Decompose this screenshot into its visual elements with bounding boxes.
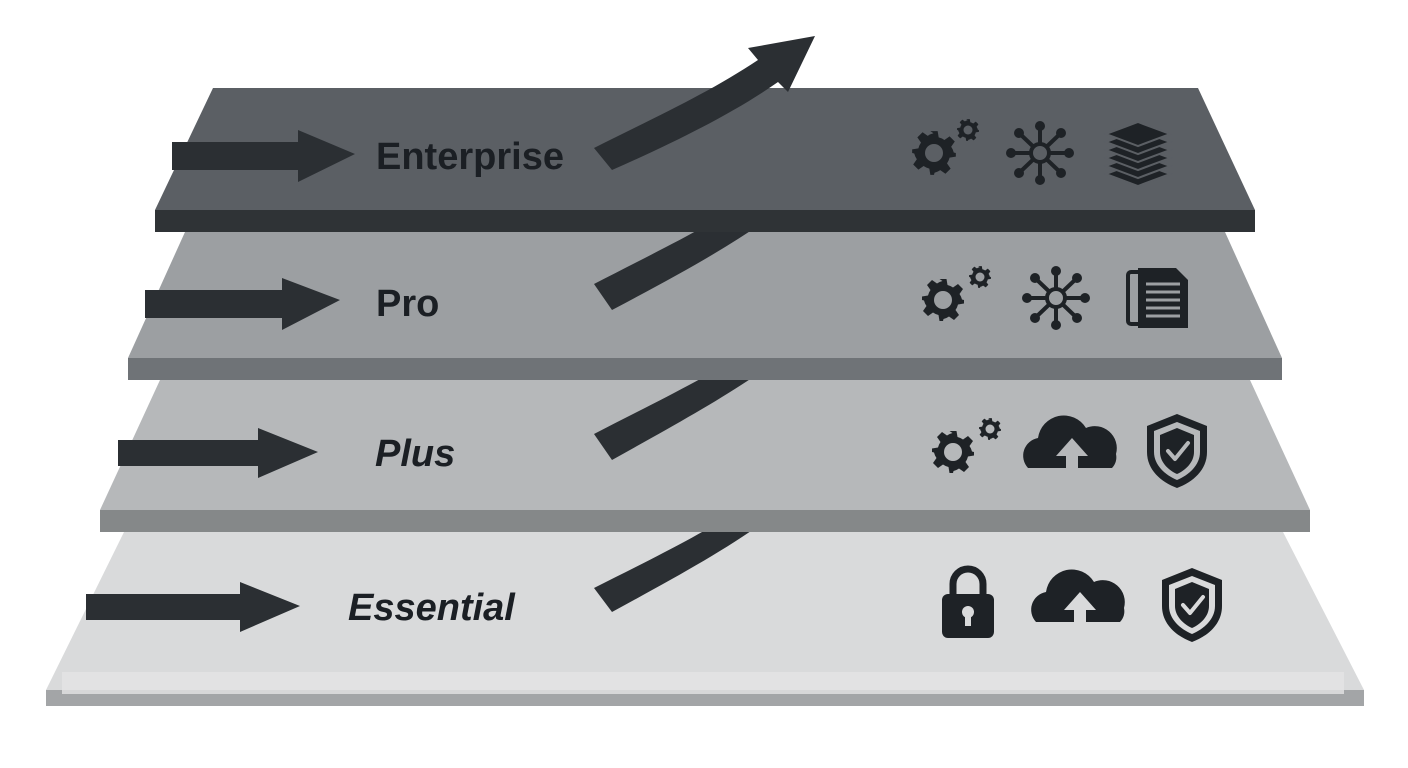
gears-icon bbox=[922, 266, 991, 321]
pro-entry-arrow bbox=[145, 278, 340, 330]
plus-label: Plus bbox=[375, 433, 455, 475]
tier-essential: Essential bbox=[46, 464, 1364, 706]
documents-icon bbox=[1126, 268, 1188, 328]
essential-slab-front-highlight bbox=[62, 672, 1344, 694]
pro-slab-top bbox=[128, 232, 1282, 358]
essential-entry-arrow bbox=[86, 582, 300, 632]
layers-stack-icon bbox=[1103, 120, 1173, 188]
enterprise-label: Enterprise bbox=[376, 136, 564, 178]
shield-check-icon bbox=[1147, 414, 1207, 488]
enterprise-growth-arrow bbox=[594, 36, 815, 170]
enterprise-entry-arrow bbox=[172, 130, 355, 182]
enterprise-slab-front bbox=[155, 210, 1255, 232]
plus-slab-front bbox=[100, 510, 1310, 532]
cloud-upload-icon bbox=[1031, 569, 1125, 624]
pro-label: Pro bbox=[376, 283, 439, 325]
network-hub-icon bbox=[1022, 266, 1090, 330]
cloud-upload-icon bbox=[1023, 415, 1117, 470]
tier-enterprise: Enterprise bbox=[155, 36, 1255, 232]
pro-slab-front bbox=[128, 358, 1282, 380]
essential-label: Essential bbox=[348, 587, 516, 629]
gears-icon bbox=[932, 418, 1001, 473]
network-hub-icon bbox=[1006, 121, 1074, 185]
plus-entry-arrow bbox=[118, 428, 318, 478]
padlock-icon bbox=[942, 565, 994, 638]
essential-slab-top bbox=[46, 530, 1364, 690]
enterprise-slab-top bbox=[155, 88, 1255, 210]
plus-slab-top bbox=[100, 380, 1310, 510]
shield-check-icon bbox=[1162, 568, 1222, 642]
gears-icon bbox=[912, 119, 979, 175]
